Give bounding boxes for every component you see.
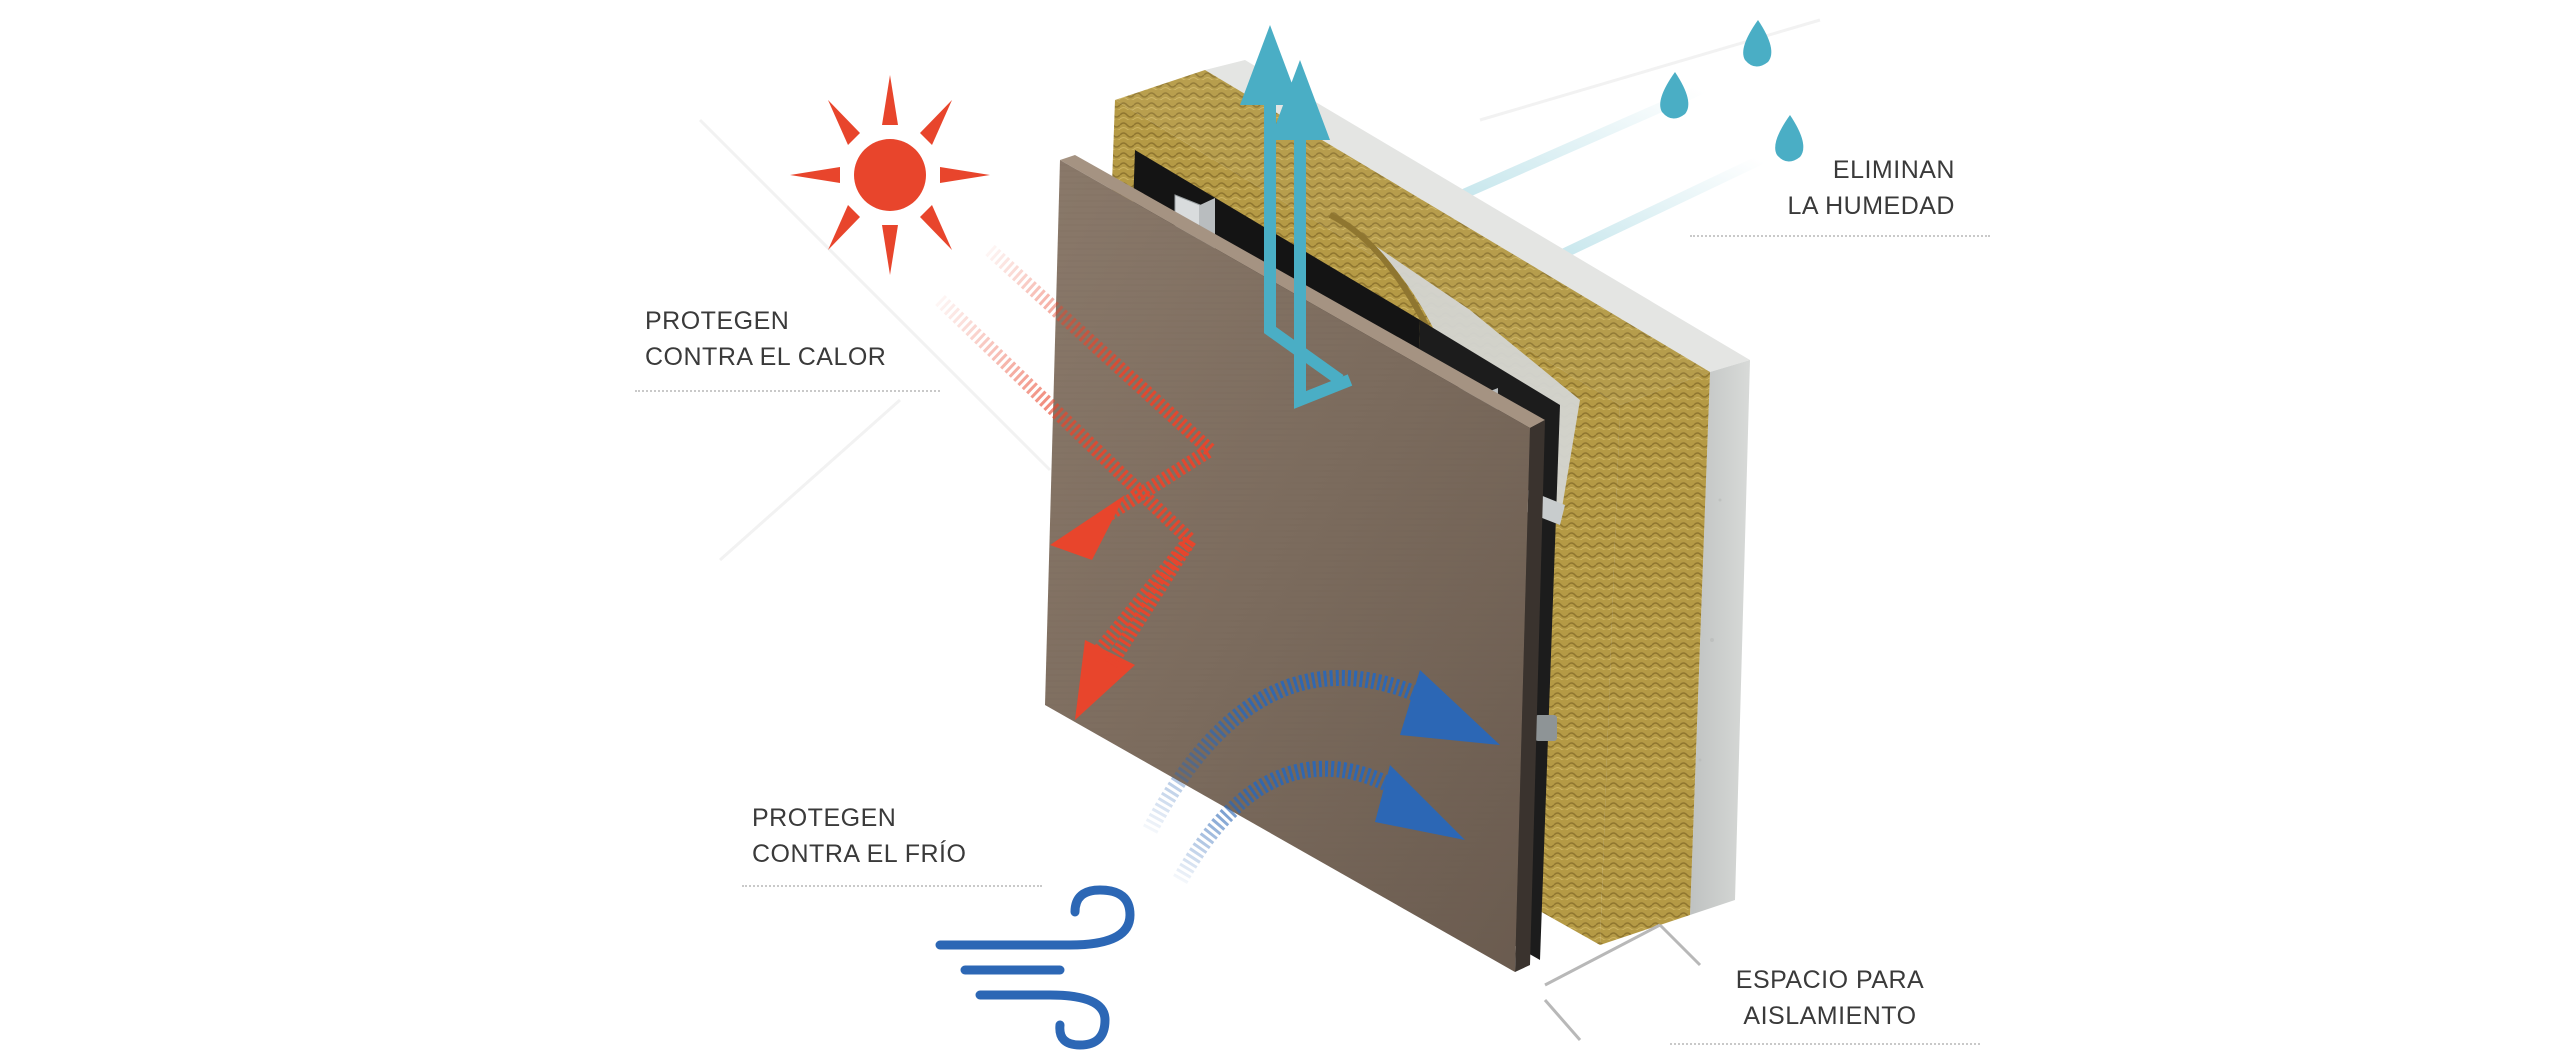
label-heat-line1: PROTEGEN: [645, 307, 790, 335]
moisture-arrows: [1240, 25, 1353, 409]
label-gap: ESPACIO PARA AISLAMIENTO: [1730, 962, 1930, 1034]
wind-icon: [935, 885, 1135, 1050]
label-cold-rule: [742, 885, 1042, 887]
label-heat-rule: [635, 390, 940, 392]
label-moisture: ELIMINAN LA HUMEDAD: [1765, 152, 1955, 224]
label-gap-line1: ESPACIO PARA: [1735, 966, 1925, 994]
raindrop-icon: [1660, 20, 1804, 162]
cold-arrows: [1142, 670, 1500, 884]
label-moisture-line1: ELIMINAN: [1832, 156, 1955, 184]
heat-arrows: [935, 244, 1222, 720]
gap-dimension-marker: [1543, 923, 1702, 1041]
label-heat: PROTEGEN CONTRA EL CALOR: [645, 303, 886, 375]
label-gap-line2: AISLAMIENTO: [1743, 1002, 1917, 1030]
label-gap-rule: [1670, 1043, 1980, 1045]
label-cold: PROTEGEN CONTRA EL FRÍO: [752, 800, 966, 872]
label-moisture-line2: LA HUMEDAD: [1787, 192, 1955, 220]
label-cold-line2: CONTRA EL FRÍO: [752, 840, 967, 868]
label-cold-line1: PROTEGEN: [752, 804, 897, 832]
label-moisture-rule: [1690, 235, 1990, 237]
moisture-streaks: [1445, 85, 1765, 265]
facade-panel: [1045, 155, 1545, 972]
label-heat-line2: CONTRA EL CALOR: [645, 343, 887, 371]
sun-icon: [790, 75, 990, 275]
